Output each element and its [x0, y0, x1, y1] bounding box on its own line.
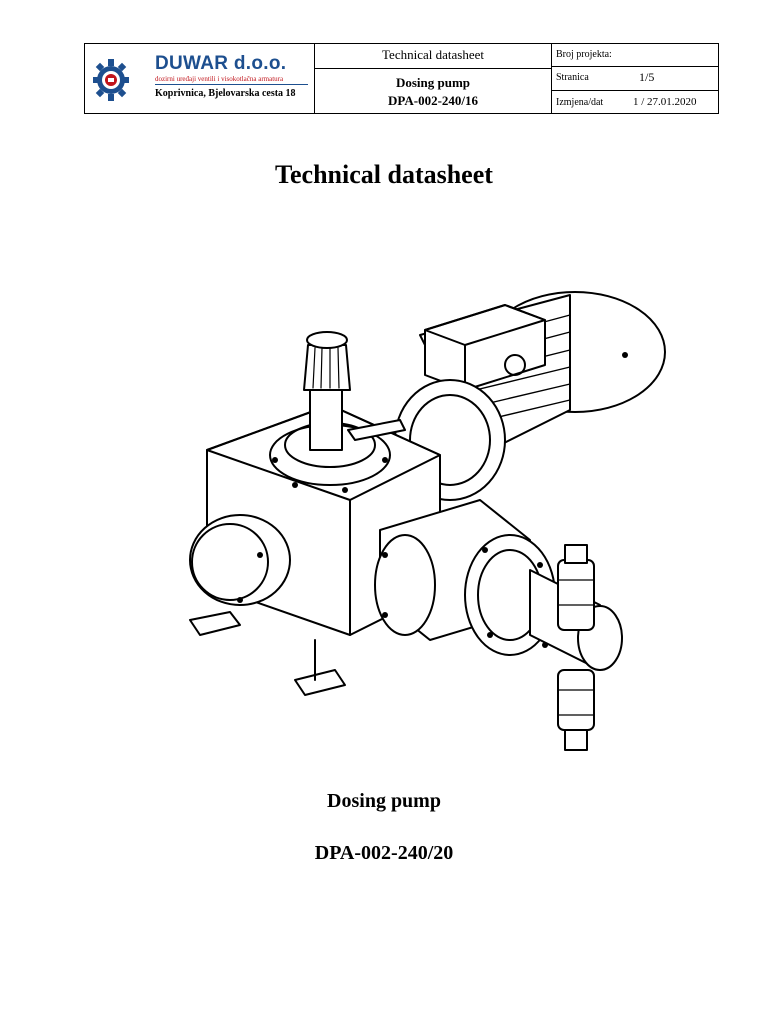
project-row: Broj projekta:	[552, 44, 718, 66]
revision-row: Izmjena/dat 1 / 27.01.2020	[552, 91, 718, 113]
product-model-header: DPA-002-240/16	[387, 93, 479, 108]
header-table: DUWAR d.o.o. dozirni uređaji ventili i v…	[84, 43, 719, 114]
divider	[551, 44, 552, 113]
company-address: Koprivnica, Bjelovarska cesta 18	[155, 88, 296, 99]
page-label: Stranica	[556, 72, 589, 83]
product-cell: Dosing pump DPA-002-240/16	[315, 69, 551, 113]
product-name-header: Dosing pump	[395, 75, 471, 90]
divider	[314, 68, 551, 69]
divider	[551, 90, 718, 91]
company-tagline: dozirni uređaji ventili i visokotlačna a…	[155, 75, 284, 83]
divider	[551, 66, 718, 67]
company-logo-block: DUWAR d.o.o. dozirni uređaji ventili i v…	[85, 44, 314, 113]
doc-type: Technical datasheet	[382, 47, 484, 62]
revision-label: Izmjena/dat	[556, 97, 604, 108]
product-name: Dosing pump	[327, 790, 441, 812]
dosing-pump-drawing-icon	[189, 291, 666, 751]
revision-value: 1 / 27.01.2020	[633, 96, 697, 108]
page-value: 1/5	[639, 70, 655, 84]
company-name: DUWAR d.o.o.	[155, 53, 287, 74]
project-label: Broj projekta:	[556, 49, 612, 60]
company-logo-icon	[93, 59, 129, 101]
divider	[314, 44, 315, 113]
product-model: DPA-002-240/20	[314, 842, 454, 864]
page-row: Stranica 1/5	[552, 67, 718, 90]
page-title: Technical datasheet	[275, 160, 493, 189]
divider	[155, 84, 308, 85]
